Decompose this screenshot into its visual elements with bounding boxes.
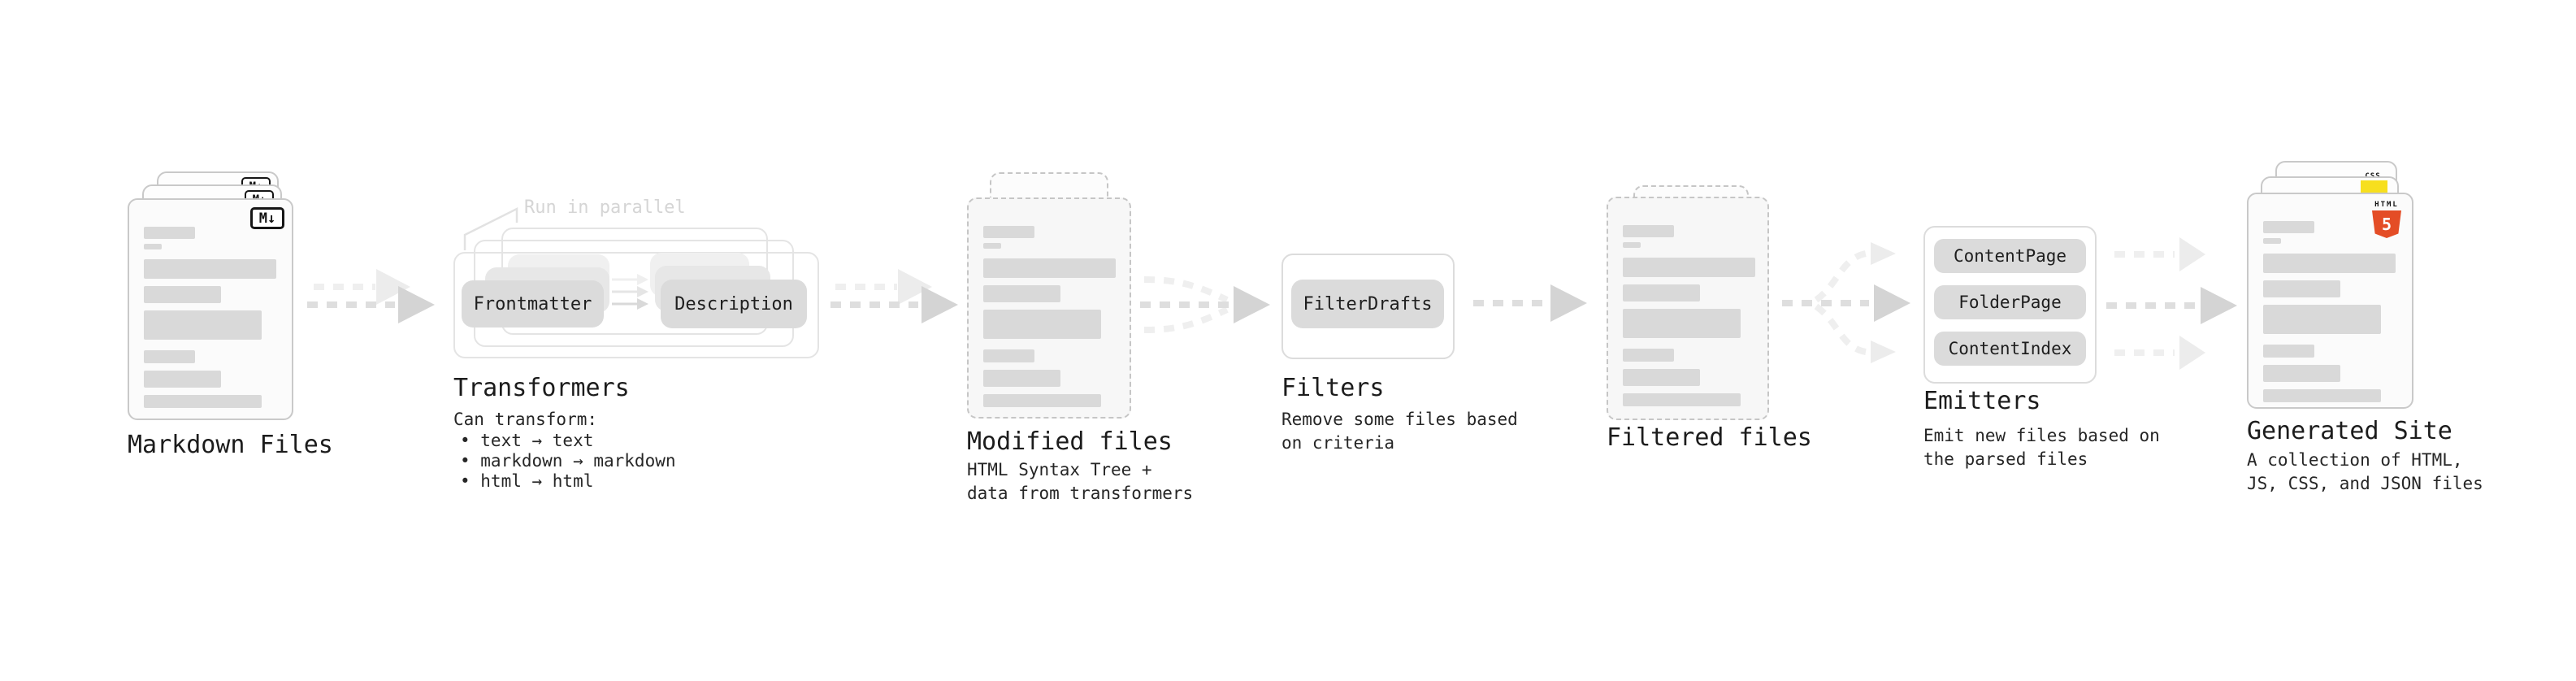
arrow-modified-to-filters-converging [1140, 276, 1270, 333]
filters-desc: Remove some files based on criteria [1281, 410, 1518, 453]
doc-content-placeholder [2263, 221, 2396, 402]
arrow-filtered-to-emitters-diverging [1782, 242, 1910, 363]
filtered-file-card [1607, 197, 1769, 420]
modified-file-card [967, 197, 1131, 419]
folderpage-pill: FolderPage [1934, 285, 2086, 319]
transformer-box-front [453, 252, 819, 358]
html5-icon: HTML 5 [2370, 201, 2404, 238]
generated-site-desc: A collection of HTML, JS, CSS, and JSON … [2247, 450, 2483, 493]
stage-label-filters: Filters [1281, 374, 1385, 402]
bullet-item: • markdown → markdown [460, 451, 676, 471]
doc-content-placeholder [144, 227, 276, 408]
run-in-parallel-note: Run in parallel [524, 197, 686, 218]
stage-label-generated-site: Generated Site [2247, 417, 2452, 445]
stage-label-modified-files: Modified files [967, 427, 1173, 456]
modified-files-desc: HTML Syntax Tree + data from transformer… [967, 460, 1194, 503]
description-pill: Description [661, 280, 807, 328]
doc-content-placeholder [983, 226, 1116, 407]
markdown-icon: M↓ [250, 207, 284, 229]
site-file-card-html: HTML 5 [2247, 193, 2413, 409]
arrows-emitters-to-site [2106, 237, 2237, 370]
arrow-transformers-to-modified [830, 269, 958, 323]
transformers-bullet-list: • text → text • markdown → markdown • ht… [460, 431, 676, 492]
stage-label-markdown-files: Markdown Files [128, 431, 333, 459]
stage-label-emitters: Emitters [1923, 387, 2041, 415]
arrow-filters-to-filtered [1473, 284, 1587, 322]
stage-label-transformers: Transformers [453, 374, 630, 402]
doc-content-placeholder [1623, 225, 1755, 406]
contentpage-pill: ContentPage [1934, 239, 2086, 273]
bullet-item: • text → text [460, 431, 594, 450]
arrow-markdown-to-transformers [307, 269, 435, 323]
markdown-file-card: M↓ [128, 198, 293, 420]
transformers-desc-title: Can transform: [453, 410, 598, 429]
stage-label-filtered-files: Filtered files [1607, 423, 1812, 452]
contentindex-pill: ContentIndex [1934, 332, 2086, 366]
filterdrafts-pill: FilterDrafts [1291, 280, 1444, 328]
frontmatter-pill: Frontmatter [462, 280, 604, 327]
bullet-item: • html → html [460, 471, 594, 491]
emitters-desc: Emit new files based on the parsed files [1923, 426, 2160, 469]
